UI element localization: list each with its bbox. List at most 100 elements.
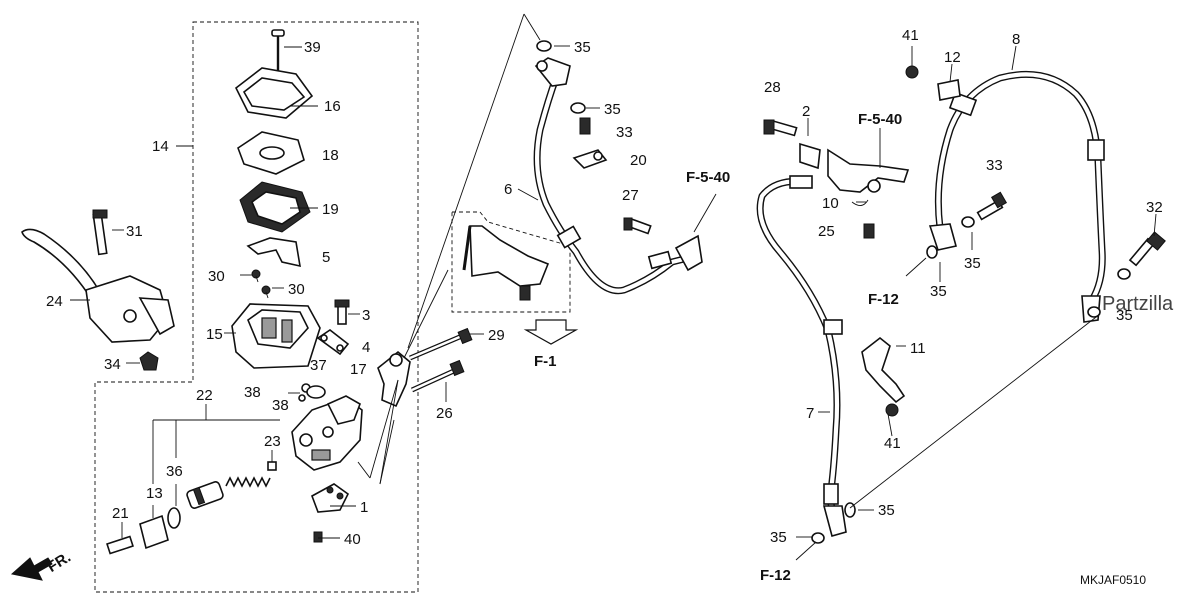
- label-32: 32: [1146, 199, 1163, 216]
- part-41-nut-upper: [905, 65, 919, 79]
- part-19-diaphragm: [239, 181, 311, 233]
- label-39: 39: [304, 39, 321, 56]
- label-1: 1: [360, 499, 368, 516]
- label-8: 8: [1012, 31, 1020, 48]
- label-35-c: 35: [878, 502, 895, 519]
- label-37: 37: [310, 357, 327, 374]
- label-22: 22: [196, 387, 213, 404]
- part-16-reservoir-cap: [234, 67, 314, 119]
- part-33-bolt-upper: [579, 117, 591, 135]
- part-34-nut: [139, 351, 159, 371]
- part-21-pushrod: [106, 535, 134, 555]
- watermark: Partzilla: [1102, 293, 1174, 315]
- label-2: 2: [802, 103, 810, 120]
- part-1-switch: [311, 483, 350, 513]
- label-4: 4: [362, 339, 370, 356]
- label-14: 14: [152, 138, 169, 155]
- label-36: 36: [166, 463, 183, 480]
- detail-bracket: [462, 225, 550, 301]
- label-41-b: 41: [884, 435, 901, 452]
- label-28: 28: [764, 79, 781, 96]
- label-35-a: 35: [574, 39, 591, 56]
- label-21: 21: [112, 505, 129, 522]
- part-33-bolt-right: [976, 191, 1008, 221]
- part-6-hose: [533, 57, 703, 295]
- label-29: 29: [488, 327, 505, 344]
- label-35-f: 35: [930, 283, 947, 300]
- arrow-f1: [523, 319, 579, 345]
- part-38-orings: [298, 383, 326, 402]
- ref-f540-left: F-5-40: [686, 169, 730, 186]
- label-35-d: 35: [770, 529, 787, 546]
- part-35-washers-lower: [811, 502, 856, 544]
- label-18: 18: [322, 147, 339, 164]
- label-30a: 30: [208, 268, 225, 285]
- fr-direction-arrow: [10, 557, 53, 581]
- ref-f12-lower: F-12: [760, 567, 791, 584]
- part-10-bracket: [799, 142, 910, 206]
- part-8-hose: [928, 70, 1106, 323]
- label-41-a: 41: [902, 27, 919, 44]
- label-35-g: 35: [1116, 307, 1133, 324]
- label-24: 24: [46, 293, 63, 310]
- part-24-lever: [21, 228, 175, 343]
- part-27-bolt: [623, 217, 652, 235]
- part-41-nut-lower: [885, 403, 899, 417]
- part-25-bolt: [863, 223, 875, 239]
- ref-f1: F-1: [534, 353, 557, 370]
- label-7: 7: [806, 405, 814, 422]
- arrow-f12-lower: [795, 541, 817, 561]
- label-26: 26: [436, 405, 453, 422]
- label-40: 40: [344, 531, 361, 548]
- label-12: 12: [944, 49, 961, 66]
- part-18-cap-plate: [237, 131, 305, 175]
- part-37-bracket: [316, 329, 350, 356]
- part-35-washers-right: [926, 216, 1131, 318]
- label-19: 19: [322, 201, 339, 218]
- ref-f540-right: F-5-40: [858, 111, 902, 128]
- label-27: 27: [622, 187, 639, 204]
- label-34: 34: [104, 356, 121, 373]
- label-13: 13: [146, 485, 163, 502]
- part-26-bolt: [410, 359, 465, 393]
- part-15-reservoir: [231, 303, 321, 369]
- part-17-holder: [377, 350, 411, 408]
- label-30b: 30: [288, 281, 305, 298]
- part-23-spring: [225, 461, 277, 488]
- arrow-f12-upper: [905, 257, 927, 277]
- part-30-screws: [251, 269, 271, 299]
- part-5-float: [246, 237, 301, 268]
- label-38a: 38: [244, 384, 261, 401]
- label-10: 10: [822, 195, 839, 212]
- fr-label: FR.: [44, 549, 74, 576]
- part-13b-boot: [139, 514, 169, 550]
- part-40-screw: [313, 531, 323, 543]
- label-33-b: 33: [986, 157, 1003, 174]
- diagram-code: MKJAF0510: [1080, 573, 1146, 587]
- ref-f12-upper: F-12: [868, 291, 899, 308]
- part-7-hose: [756, 175, 847, 537]
- label-23: 23: [264, 433, 281, 450]
- label-38b: 38: [272, 397, 289, 414]
- label-17: 17: [350, 361, 367, 378]
- label-6: 6: [504, 181, 512, 198]
- assembly-boundary: [94, 21, 419, 593]
- part-35-washers-upper: [536, 40, 586, 114]
- label-16: 16: [324, 98, 341, 115]
- part-32-bolt: [1128, 231, 1166, 267]
- part-31-pivot-bolt: [92, 209, 108, 256]
- part-29-bolt: [409, 327, 473, 361]
- label-31: 31: [126, 223, 143, 240]
- label-25: 25: [818, 223, 835, 240]
- part-3-bolt: [334, 299, 350, 325]
- label-20: 20: [630, 152, 647, 169]
- label-11: 11: [910, 340, 926, 357]
- part-20-union: [572, 149, 608, 169]
- label-35-b: 35: [604, 101, 621, 118]
- label-33-a: 33: [616, 124, 633, 141]
- part-13-piston: [186, 481, 224, 509]
- label-15: 15: [206, 326, 223, 343]
- part-12-clamp: [937, 79, 961, 101]
- part-22-master-cylinder: [291, 395, 363, 471]
